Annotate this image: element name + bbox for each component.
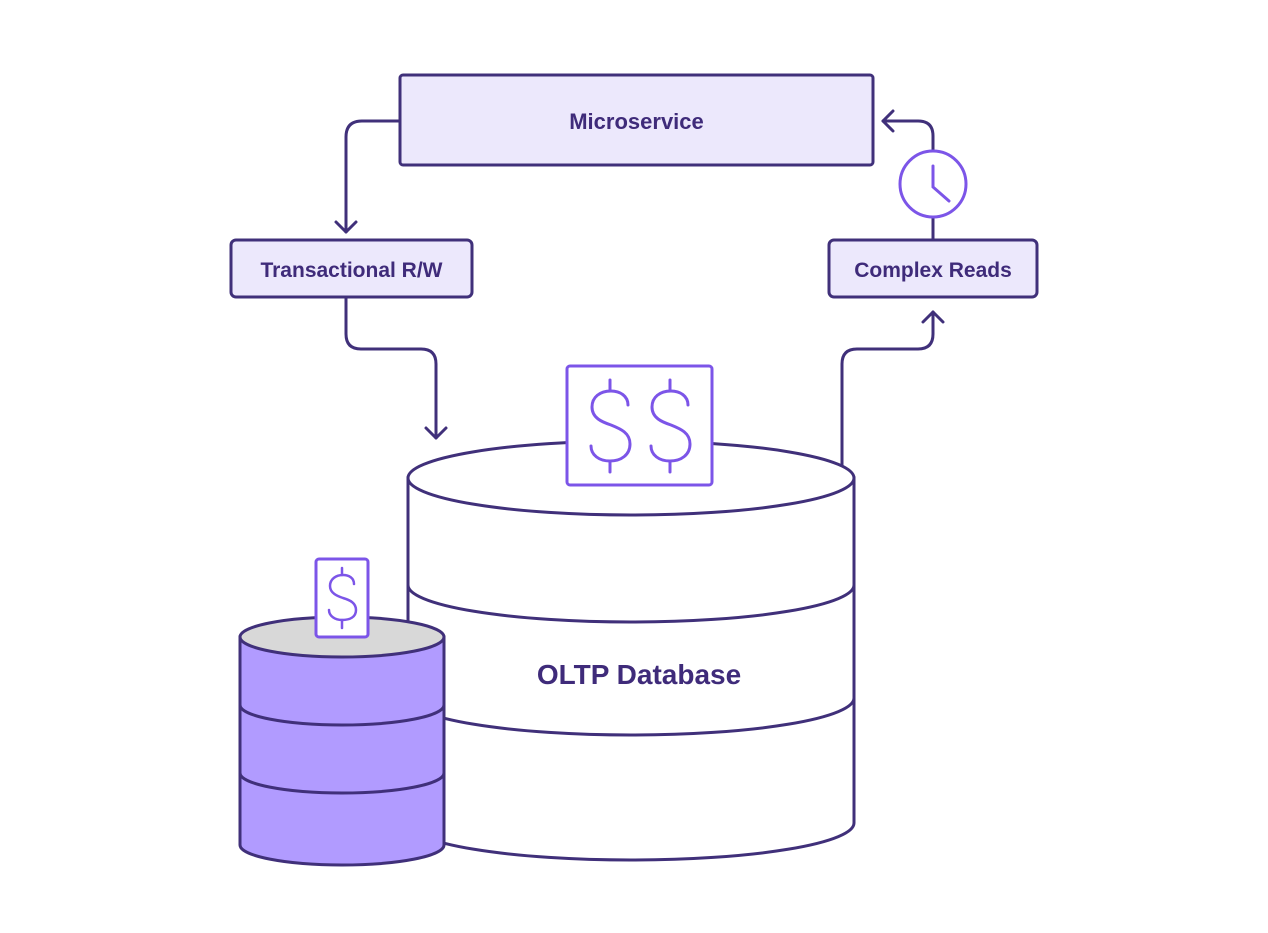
small-database-divider (238, 772, 446, 795)
arrow-head-icon (424, 426, 448, 440)
arrow-database-to-complex-reads (840, 310, 935, 468)
oltp-database-label: OLTP Database (537, 659, 741, 690)
small-database-divider (238, 704, 446, 727)
cost-badge-small: $ (314, 557, 370, 639)
dollar-icon (649, 378, 692, 474)
complex-reads-label: Complex Reads (854, 259, 1012, 282)
connectors (334, 109, 945, 468)
microservice-label: Microservice (569, 109, 704, 134)
microservice-box[interactable]: Microservice (398, 73, 875, 167)
clock-icon (898, 149, 968, 219)
arrow-head-icon (334, 220, 358, 234)
small-database[interactable] (238, 615, 446, 867)
arrow-transactional-to-database (344, 296, 438, 440)
complex-reads-box[interactable]: Complex Reads (827, 238, 1039, 299)
arrow-head-icon (881, 109, 895, 133)
cost-badge-large: $$ (565, 364, 714, 487)
arrow-head-icon (921, 310, 945, 324)
dollar-icon (327, 566, 358, 630)
transactional-rw-label: Transactional R/W (260, 259, 442, 282)
transactional-rw-box[interactable]: Transactional R/W (229, 238, 474, 299)
database-divider (406, 584, 856, 624)
oltp-database[interactable]: OLTP Database (406, 439, 856, 862)
small-database-body (238, 635, 446, 867)
arrow-microservice-to-transactional (344, 119, 402, 234)
arrow-clock-to-microservice (881, 119, 935, 152)
dollar-icon (589, 378, 632, 474)
